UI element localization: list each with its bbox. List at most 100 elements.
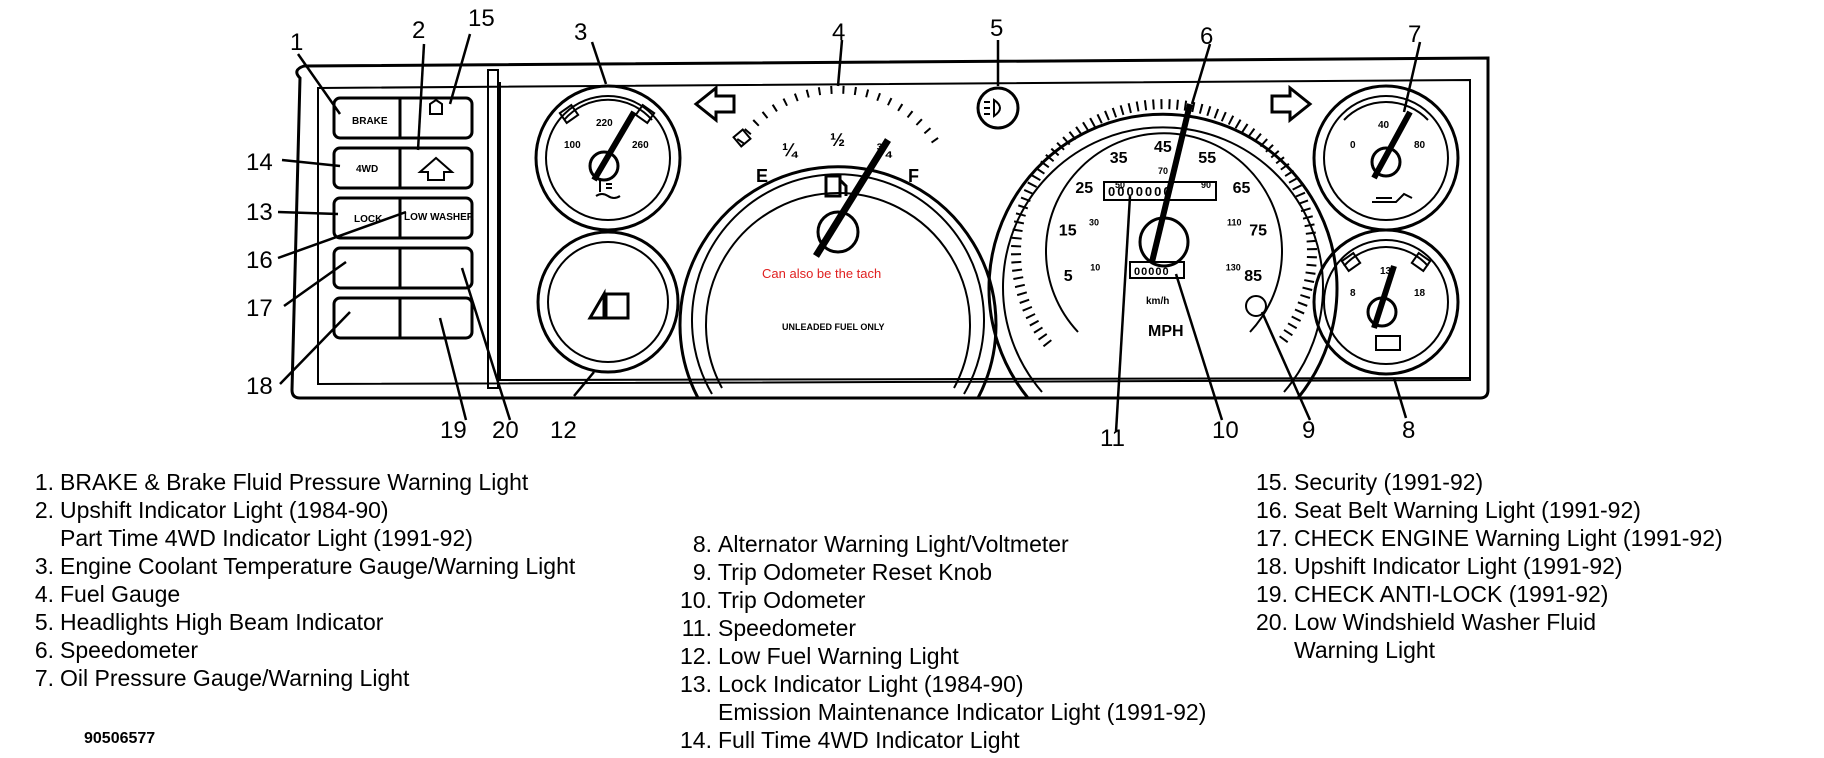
legend-text: Seat Belt Warning Light (1991-92) [1294,497,1641,523]
oil-pressure-gauge [1312,84,1460,232]
legend-column-1: 1.BRAKE & Brake Fluid Pressure Warning L… [14,468,575,692]
legend-text: Alternator Warning Light/Voltmeter [718,531,1069,557]
legend-item: 15.Security (1991-92) [1248,468,1723,496]
legend-number: 20. [1256,609,1288,635]
odometer-window [1103,181,1217,201]
legend-number: 2. [34,497,54,523]
speed-label: 75 [1249,223,1267,240]
cluster-bezel [317,78,1471,386]
legend-item: 9.Trip Odometer Reset Knob [672,558,1206,586]
temp-label-220: 220 [596,118,613,129]
legend-item: 12.Low Fuel Warning Light [672,642,1206,670]
kmh-label: 10 [1090,263,1100,273]
legend-number: 11. [681,615,712,641]
trip-odometer-window [1129,261,1185,279]
legend-item: 6.Speedometer [14,636,575,664]
coolant-icon [595,180,621,199]
fuel-label-quarter: ¼ [782,140,799,160]
legend-text: Lock Indicator Light (1984-90) [718,671,1024,697]
temp-label-100: 100 [564,140,581,151]
high-beam-indicator [976,86,1020,130]
callout-14: 14 [246,149,273,176]
legend-number: 8. [692,531,712,557]
legend-item: 1.BRAKE & Brake Fluid Pressure Warning L… [14,468,575,496]
brake-security-lights [332,96,474,140]
callout-19: 19 [440,417,467,444]
callout-20: 20 [492,417,519,444]
legend-item: 19.CHECK ANTI-LOCK (1991-92) [1248,580,1723,608]
odometer-digits: 0000000 [1108,184,1173,199]
gauge-face-panel [499,82,1471,382]
legend-text: Trip Odometer Reset Knob [718,559,992,585]
legend-item: 14.Full Time 4WD Indicator Light [672,726,1206,754]
legend-item: 5.Headlights High Beam Indicator [14,608,575,636]
legend-number: 1. [34,469,54,495]
oil-label-80: 80 [1414,140,1426,151]
temp-label-260: 260 [632,140,649,151]
legend-number: 15. [1256,469,1288,495]
legend-text: Low Fuel Warning Light [718,643,959,669]
upshift-antilock-lights [332,296,474,340]
legend-item: 7.Oil Pressure Gauge/Warning Light [14,664,575,692]
legend-text: Low Windshield Washer Fluid [1294,609,1597,635]
speedometer [987,99,1339,399]
fuel-label-half: ½ [830,130,845,150]
brake-light-label: BRAKE [352,116,388,127]
legend-item: 13.Lock Indicator Light (1984-90) [672,670,1206,698]
volt-label-18: 18 [1414,288,1426,299]
legend-text: Security (1991-92) [1294,469,1484,495]
callout-4: 4 [832,19,845,46]
legend-text: CHECK ENGINE Warning Light (1991-92) [1294,525,1723,551]
speed-label: 35 [1110,150,1128,167]
legend-text: BRAKE & Brake Fluid Pressure Warning Lig… [60,469,529,495]
legend-text: Speedometer [60,637,199,663]
callout-17: 17 [246,295,273,322]
battery-icon [1375,335,1401,351]
trip-odometer-digits: 00000 [1134,266,1170,278]
coolant-temp-gauge [534,84,682,232]
fuel-pump-icon-small [824,174,848,198]
indicator-light-panel [332,96,474,340]
headlight-icon [984,98,1001,118]
legend-number: 18. [1256,553,1288,579]
fuel-gauge [678,85,998,399]
legend-text: Speedometer [718,615,857,641]
voltmeter-gauge [1312,228,1460,376]
legend-text: CHECK ANTI-LOCK (1991-92) [1294,581,1609,607]
fuel-label-f: F [908,166,919,186]
legend-text: Upshift Indicator Light (1984-90) [60,497,389,523]
legend-text: Upshift Indicator Light (1991-92) [1294,553,1623,579]
legend-number: 7. [34,665,54,691]
callout-12: 12 [550,417,577,444]
legend-item: 20.Low Windshield Washer Fluid [1248,608,1723,636]
callout-8: 8 [1402,417,1415,444]
callout-5: 5 [990,15,1003,42]
callout-16: 16 [246,247,273,274]
callout-6: 6 [1200,23,1213,50]
legend-item: 10.Trip Odometer [672,586,1206,614]
figure-id: 90506577 [84,730,156,747]
legend-item: 17.CHECK ENGINE Warning Light (1991-92) [1248,524,1723,552]
legend-text-continued: Part Time 4WD Indicator Light (1991-92) [60,525,473,551]
legend-item: 18.Upshift Indicator Light (1991-92) [1248,552,1723,580]
up-arrow-icon [417,156,455,181]
kmh-label: 90 [1201,180,1211,190]
legend-item: 4.Fuel Gauge [14,580,575,608]
legend-text: Oil Pressure Gauge/Warning Light [60,665,410,691]
legend-number: 14. [680,727,712,753]
legend-item: 8.Alternator Warning Light/Voltmeter [672,530,1206,558]
legend-number: 4. [34,581,54,607]
lock-washer-lights [332,196,474,240]
legend-text: Trip Odometer [718,587,866,613]
callout-10: 10 [1212,417,1239,444]
trip-reset-knob [1245,295,1267,317]
fourwd-upshift-lights [332,146,474,190]
fuel-label-three-quarter: ¾ [876,140,893,160]
legend-item: 11.Speedometer [672,614,1206,642]
legend-item: 16.Seat Belt Warning Light (1991-92) [1248,496,1723,524]
kmh-label: km/h [1146,296,1169,307]
legend-text-continued: Emission Maintenance Indicator Light (19… [718,699,1207,725]
